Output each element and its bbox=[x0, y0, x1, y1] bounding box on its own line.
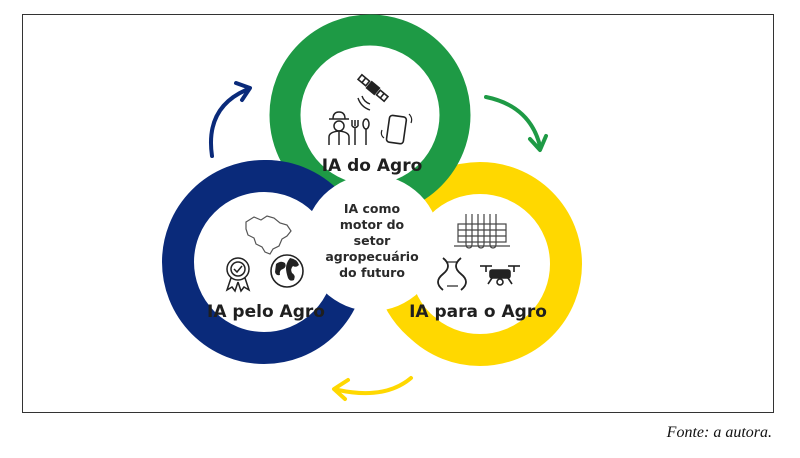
figure-frame bbox=[22, 14, 774, 413]
test-tubes-icon bbox=[454, 214, 510, 249]
center-line-3: setor bbox=[354, 233, 391, 248]
award-badge-icon bbox=[225, 257, 251, 293]
satellite-signal-icon bbox=[357, 95, 371, 111]
fork-spoon-icon bbox=[351, 118, 370, 145]
center-text-group: IA como motor do setor agropecuário do f… bbox=[325, 201, 419, 280]
brazil-map-icon bbox=[245, 215, 292, 255]
satellite-icon bbox=[356, 73, 390, 103]
figure-caption: Fonte: a autora. bbox=[666, 424, 772, 441]
center-line-5: do futuro bbox=[339, 265, 405, 280]
center-circle bbox=[304, 175, 440, 311]
arrow-upper-right bbox=[484, 95, 548, 152]
center-line-2: motor do bbox=[340, 217, 405, 232]
smartphone-icon bbox=[380, 113, 413, 145]
globe-icon bbox=[270, 254, 304, 288]
center-line-4: agropecuário bbox=[325, 249, 419, 264]
farmer-icon bbox=[328, 111, 350, 145]
label-top: IA do Agro bbox=[322, 156, 423, 176]
label-right: IA para o Agro bbox=[409, 302, 547, 322]
arrow-upper-left bbox=[209, 81, 252, 158]
arrow-bottom bbox=[332, 376, 413, 401]
label-left: IA pelo Agro bbox=[207, 302, 325, 322]
drone-icon bbox=[480, 265, 520, 286]
center-line-1: IA como bbox=[344, 201, 401, 216]
dna-icon bbox=[437, 257, 467, 291]
